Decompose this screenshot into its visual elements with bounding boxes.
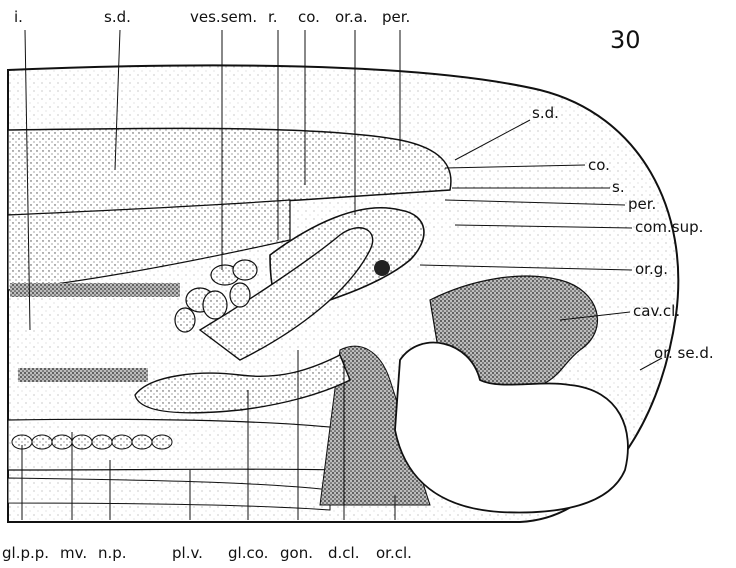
label-sd-right: s.d. (532, 104, 559, 122)
label-or-se-d: or. se.d. (654, 344, 714, 362)
figure-number: 30 (610, 26, 641, 54)
label-cav-cl: cav.cl. (633, 302, 680, 320)
label-co-right: co. (588, 156, 610, 174)
striated-row-lower (18, 368, 148, 382)
label-mv: mv. (60, 544, 87, 562)
label-or-a: or.a. (335, 8, 368, 26)
label-or-cl: or.cl. (376, 544, 412, 562)
label-or-g: or.g. (635, 260, 668, 278)
label-ves-sem: ves.sem. (190, 8, 257, 26)
label-n-p: n.p. (98, 544, 127, 562)
label-gl-co: gl.co. (228, 544, 268, 562)
striated-row-upper (10, 283, 180, 297)
label-sd-top: s.d. (104, 8, 131, 26)
label-co-top: co. (298, 8, 320, 26)
label-pl-v: pl.v. (172, 544, 203, 562)
label-i: i. (14, 8, 23, 26)
label-com-sup: com.sup. (635, 218, 703, 236)
label-per-right: per. (628, 195, 656, 213)
label-r: r. (268, 8, 278, 26)
label-d-cl: d.cl. (328, 544, 359, 562)
label-per-top: per. (382, 8, 410, 26)
label-gon: gon. (280, 544, 313, 562)
label-gl-p-p: gl.p.p. (2, 544, 49, 562)
dark-node (374, 260, 390, 276)
label-s: s. (612, 178, 625, 196)
